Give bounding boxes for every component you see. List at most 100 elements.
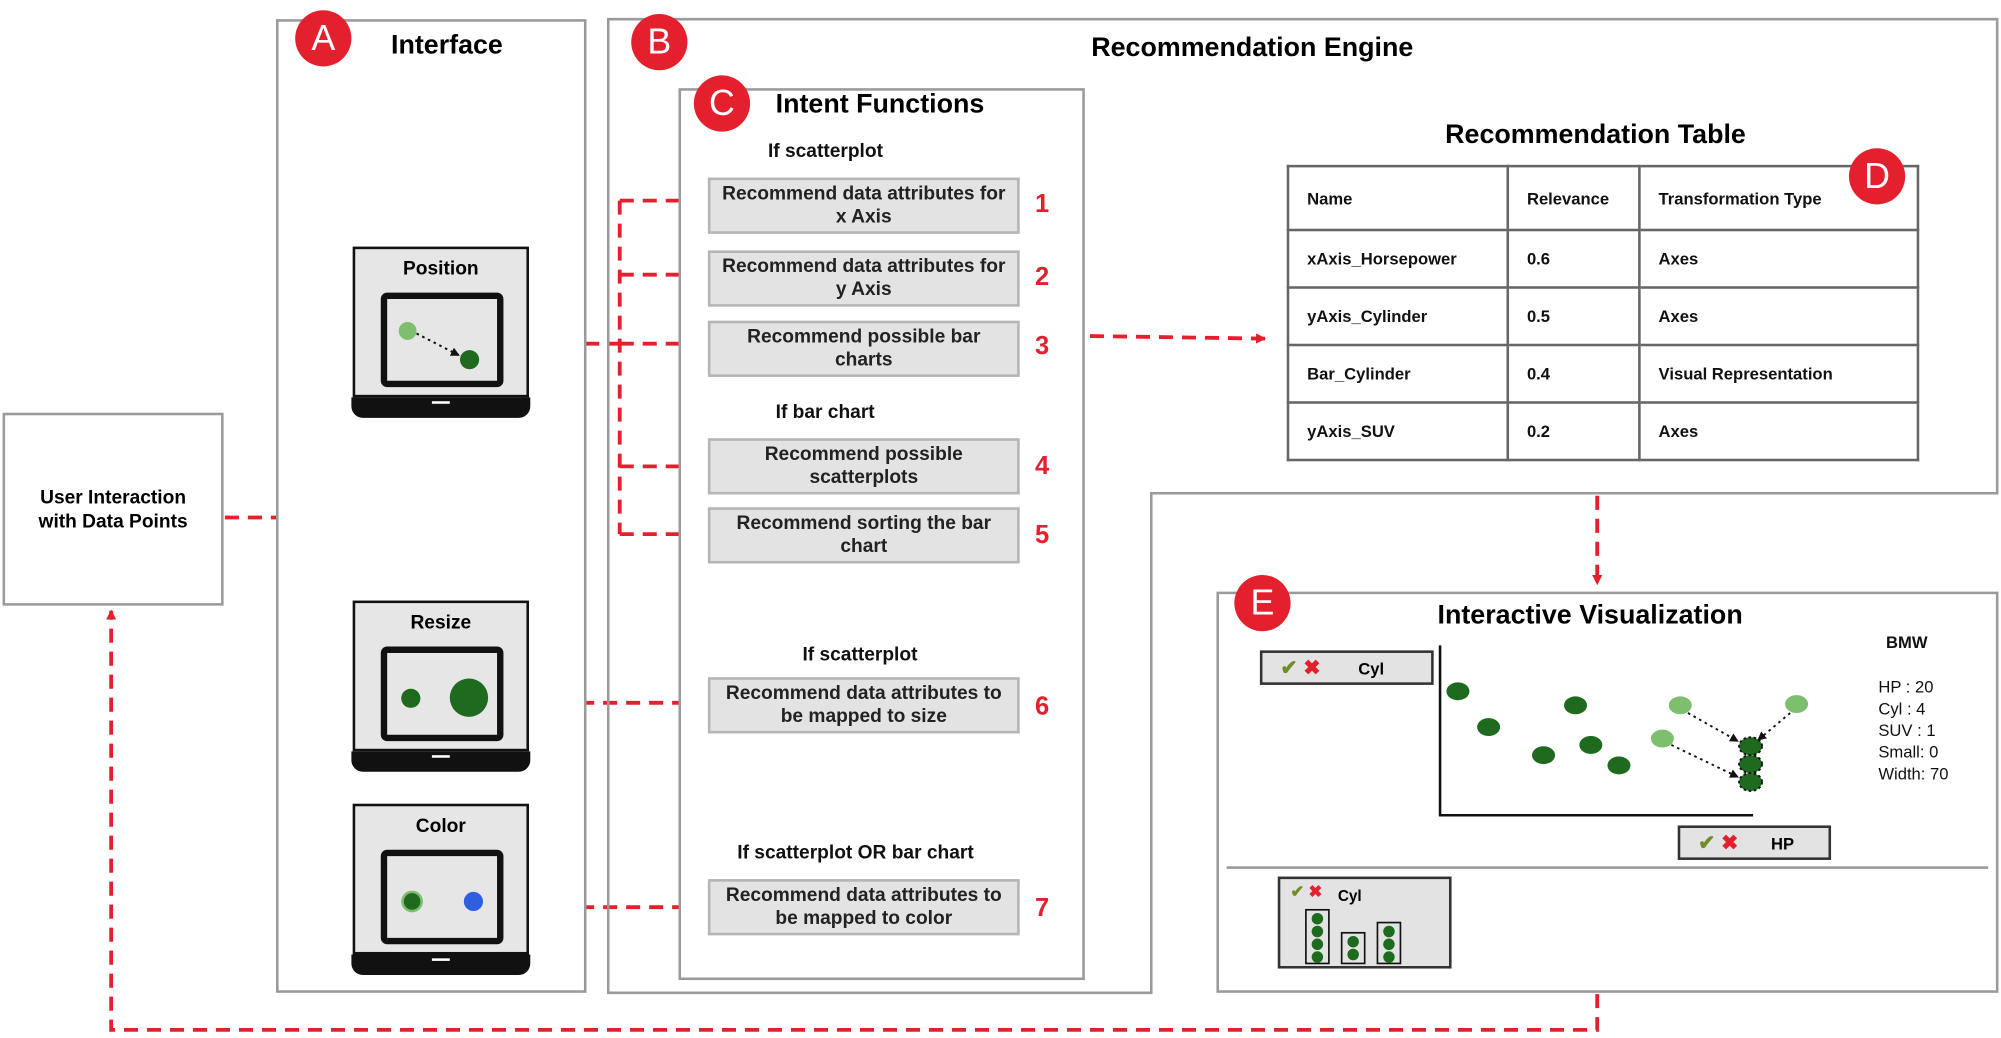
cross-icon[interactable]: ✖	[1308, 881, 1323, 901]
intent-function-4: Recommend possible scatterplots	[707, 438, 1020, 495]
info-line: HP : 20	[1878, 677, 1934, 697]
condition-scatterplot-size: If scatterplot	[802, 644, 918, 666]
cell-type: Axes	[1638, 401, 1920, 462]
user-interaction-label: User Interaction with Data Points	[38, 486, 188, 533]
intent-function-7: Recommend data attributes to be mapped t…	[707, 879, 1020, 936]
check-icon[interactable]: ✔	[1290, 881, 1305, 901]
laptop-color: Color	[351, 803, 532, 975]
function-number-5: 5	[1035, 521, 1050, 550]
table-header-row: Name Relevance Transformation Type	[1286, 164, 1920, 232]
check-icon[interactable]: ✔	[1698, 833, 1716, 855]
bar[interactable]	[1340, 931, 1366, 965]
header-relevance: Relevance	[1506, 164, 1641, 232]
condition-scatterplot-or-bar: If scatterplot OR bar chart	[737, 842, 974, 864]
scatter-point[interactable]	[1579, 736, 1603, 754]
intent-function-5: Recommend sorting the bar chart	[707, 507, 1020, 564]
blue-data-point	[463, 891, 484, 912]
function-number-4: 4	[1035, 452, 1050, 481]
function-number-6: 6	[1035, 692, 1050, 721]
info-line: Small: 0	[1878, 742, 1939, 762]
cell-type: Visual Representation	[1638, 343, 1920, 404]
x-axis-attribute-chip[interactable]: ✔ ✖ HP	[1677, 825, 1832, 860]
engine-title: Recommendation Engine	[1091, 33, 1414, 63]
cell-relevance: 0.4	[1506, 343, 1641, 404]
y-axis-attribute-chip[interactable]: ✔ ✖ Cyl	[1259, 650, 1434, 685]
intent-title: Intent Functions	[775, 89, 985, 119]
check-icon[interactable]: ✔	[1280, 658, 1298, 680]
bar-chart-panel[interactable]: ✔ ✖ Cyl	[1277, 876, 1452, 969]
cross-icon[interactable]: ✖	[1721, 833, 1739, 855]
cell-name: xAxis_Horsepower	[1286, 228, 1510, 289]
mini-bar-chart	[1305, 908, 1402, 965]
laptop-resize: Resize	[351, 600, 532, 772]
scatter-point-target[interactable]	[1738, 772, 1764, 792]
drag-arrow	[1670, 744, 1739, 778]
badge-e: E	[1234, 575, 1291, 632]
cell-type: Axes	[1638, 286, 1920, 347]
cell-relevance: 0.2	[1506, 401, 1641, 462]
viz-title: Interactive Visualization	[1437, 600, 1743, 630]
bar-chart-attribute-label: Cyl	[1337, 886, 1362, 905]
user-interaction-box: User Interaction with Data Points	[2, 412, 224, 606]
scatter-point[interactable]	[1477, 718, 1501, 737]
green-data-point	[401, 890, 423, 913]
info-title: BMW	[1886, 632, 1928, 652]
screen	[380, 646, 504, 742]
move-arrow	[416, 332, 460, 357]
cell-relevance: 0.6	[1506, 228, 1641, 289]
recommendation-table: Name Relevance Transformation Type xAxis…	[1286, 164, 1920, 462]
table-row: yAxis_Cylinder 0.5 Axes	[1286, 286, 1920, 347]
device-label-color: Color	[415, 815, 466, 837]
badge-a: A	[295, 10, 352, 67]
table-row: xAxis_Horsepower 0.6 Axes	[1286, 228, 1920, 289]
badge-d: D	[1848, 148, 1906, 205]
badge-c: C	[693, 75, 751, 132]
function-number-3: 3	[1035, 332, 1050, 361]
small-data-point	[401, 688, 421, 708]
device-label-resize: Resize	[410, 612, 472, 634]
data-point-end	[460, 350, 480, 370]
device-label-position: Position	[403, 258, 479, 280]
table-row: yAxis_SUV 0.2 Axes	[1286, 401, 1920, 462]
scatter-point[interactable]	[1446, 682, 1470, 701]
cell-name: Bar_Cylinder	[1286, 343, 1510, 404]
screen	[380, 292, 504, 388]
divider	[1226, 866, 1989, 869]
rec-table-title: Recommendation Table	[1445, 120, 1746, 150]
x-axis-attribute-label: HP	[1771, 834, 1795, 854]
bar[interactable]	[1305, 908, 1330, 965]
cell-relevance: 0.5	[1506, 286, 1641, 347]
intent-function-6: Recommend data attributes to be mapped t…	[707, 677, 1020, 734]
intent-function-2: Recommend data attributes for y Axis	[707, 250, 1020, 307]
badge-b: B	[631, 14, 688, 71]
table-row: Bar_Cylinder 0.4 Visual Representation	[1286, 343, 1920, 404]
scatter-point[interactable]	[1564, 696, 1588, 715]
cell-name: yAxis_Cylinder	[1286, 286, 1510, 347]
info-details: HP : 20 Cyl : 4 SUV : 1 Small: 0 Width: …	[1878, 676, 1948, 785]
scatter-point-source[interactable]	[1668, 696, 1692, 715]
info-line: Width: 70	[1878, 764, 1949, 784]
info-line: SUV : 1	[1878, 720, 1936, 740]
function-number-1: 1	[1035, 190, 1050, 219]
laptop-position: Position	[351, 246, 532, 418]
drag-arrow	[1687, 712, 1739, 742]
condition-bar-chart: If bar chart	[775, 401, 875, 423]
scatter-point-target[interactable]	[1738, 754, 1764, 775]
data-point-start	[398, 322, 417, 340]
interface-title: Interface	[391, 30, 503, 61]
cross-icon[interactable]: ✖	[1303, 658, 1321, 680]
scatter-point-source[interactable]	[1650, 729, 1674, 748]
scatter-point[interactable]	[1532, 746, 1556, 765]
large-data-point	[449, 678, 489, 717]
drag-arrow	[1757, 712, 1791, 741]
scatter-point-source[interactable]	[1785, 695, 1809, 714]
screen	[380, 849, 504, 945]
scatter-point[interactable]	[1607, 756, 1631, 775]
scatterplot	[1438, 645, 1764, 817]
y-axis-attribute-label: Cyl	[1358, 659, 1385, 679]
intent-function-1: Recommend data attributes for x Axis	[707, 177, 1020, 234]
plot-axes	[1438, 645, 1754, 817]
bar[interactable]	[1376, 921, 1402, 965]
